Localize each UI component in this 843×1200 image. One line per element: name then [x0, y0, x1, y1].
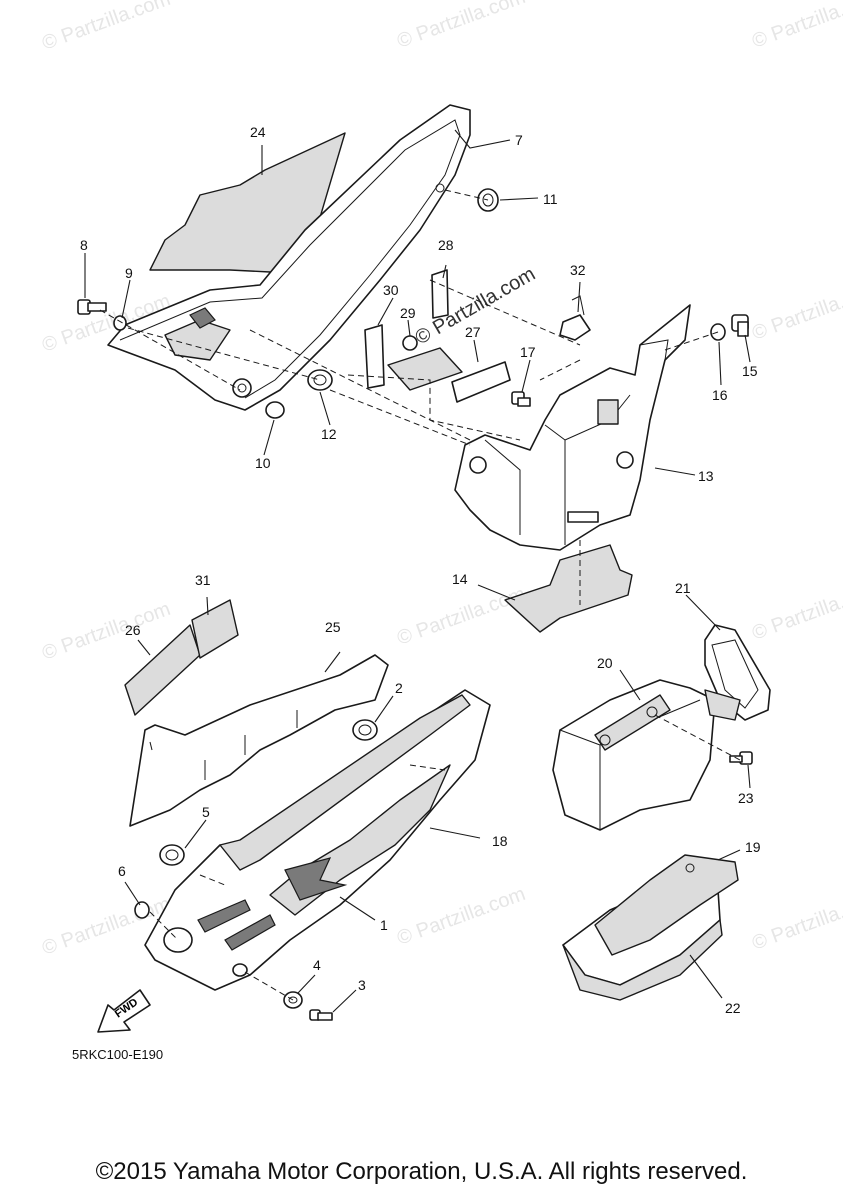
decal-29 [387, 347, 463, 391]
callout-10: 10 [255, 455, 271, 471]
callout-18: 18 [492, 833, 508, 849]
callout-14: 14 [452, 571, 468, 587]
watermark: © Partzilla.com [749, 278, 843, 345]
callout-19: 19 [745, 839, 761, 855]
decal-25 [129, 654, 389, 827]
bolt-23 [729, 751, 753, 765]
callout-32: 32 [570, 262, 586, 278]
bolt-17 [511, 391, 531, 407]
callout-26: 26 [125, 622, 141, 638]
callout-21: 21 [675, 580, 691, 596]
callout-3: 3 [358, 977, 366, 993]
callout-13: 13 [698, 468, 714, 484]
watermark: © Partzilla.com [749, 0, 843, 53]
watermark: © Partzilla.com [749, 578, 843, 645]
callout-30: 30 [383, 282, 399, 298]
diagram-code: 5RKC100-E190 [72, 1047, 164, 1062]
callout-5: 5 [202, 804, 210, 820]
toolbox-20 [552, 679, 716, 831]
callout-16: 16 [712, 387, 728, 403]
callout-20: 20 [597, 655, 613, 671]
callout-6: 6 [118, 863, 126, 879]
battery-rubber-14 [504, 544, 633, 633]
callout-2: 2 [395, 680, 403, 696]
watermark: © Partzilla.com [39, 598, 173, 665]
callout-1: 1 [380, 917, 388, 933]
callout-24: 24 [250, 124, 266, 140]
pouch-19 [594, 854, 739, 956]
callout-8: 8 [80, 237, 88, 253]
callout-9: 9 [125, 265, 133, 281]
bolt-15 [731, 314, 749, 337]
bolt-3 [309, 1009, 333, 1021]
leader-lines [84, 129, 751, 1013]
callout-23: 23 [738, 790, 754, 806]
callout-17: 17 [520, 344, 536, 360]
callout-31: 31 [195, 572, 211, 588]
callout-27: 27 [465, 324, 481, 340]
callout-22: 22 [725, 1000, 741, 1016]
copyright-notice: ©2015 Yamaha Motor Corporation, U.S.A. A… [95, 1158, 748, 1185]
watermark: © Partzilla.com [394, 583, 528, 650]
bolt-8 [77, 299, 107, 315]
decal-26 [124, 624, 201, 716]
fwd-arrow-icon: FWD [97, 989, 151, 1033]
watermark: © Partzilla.com [394, 0, 528, 53]
callout-4: 4 [313, 957, 321, 973]
grommet-5 [159, 844, 185, 866]
decal-24 [149, 132, 346, 273]
grommet-12 [307, 369, 333, 391]
callout-28: 28 [438, 237, 454, 253]
grommet-2 [352, 719, 378, 741]
callout-12: 12 [321, 426, 337, 442]
watermark: © Partzilla.com [749, 888, 843, 955]
callout-11: 11 [543, 191, 558, 207]
clip-32 [559, 314, 591, 341]
decal-27 [451, 361, 511, 403]
callout-labels: 1 2 3 4 5 6 7 8 9 10 11 12 13 14 15 16 1… [80, 124, 761, 1016]
decal-28 [431, 269, 449, 319]
callout-25: 25 [325, 619, 341, 635]
callout-29: 29 [400, 305, 416, 321]
grommet-10 [265, 401, 285, 419]
washer-9 [113, 315, 127, 331]
callout-15: 15 [742, 363, 758, 379]
watermark: © Partzilla.com [394, 883, 528, 950]
decal-30 [364, 324, 385, 389]
watermark: © Partzilla.com [39, 0, 173, 55]
callout-7: 7 [515, 132, 523, 148]
decal-31 [191, 599, 239, 659]
collar-6 [134, 901, 150, 919]
